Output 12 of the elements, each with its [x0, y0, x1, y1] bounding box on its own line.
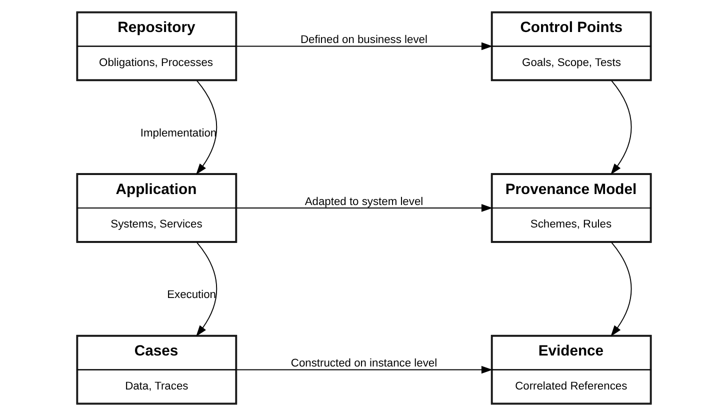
- arrow: [196, 242, 217, 336]
- arrow: [610, 242, 632, 336]
- arrow: [196, 80, 217, 175]
- edge-label: Defined on business level: [300, 34, 428, 46]
- edge-label: Constructed on instance level: [290, 358, 438, 370]
- arrow: [610, 80, 632, 175]
- edge-label: Execution: [167, 289, 216, 302]
- arrow: [236, 366, 493, 374]
- edge-label: Adapted to system level: [304, 196, 424, 208]
- arrow: [236, 204, 493, 212]
- arrow: [236, 42, 493, 50]
- edge-label: Implementation: [140, 127, 217, 140]
